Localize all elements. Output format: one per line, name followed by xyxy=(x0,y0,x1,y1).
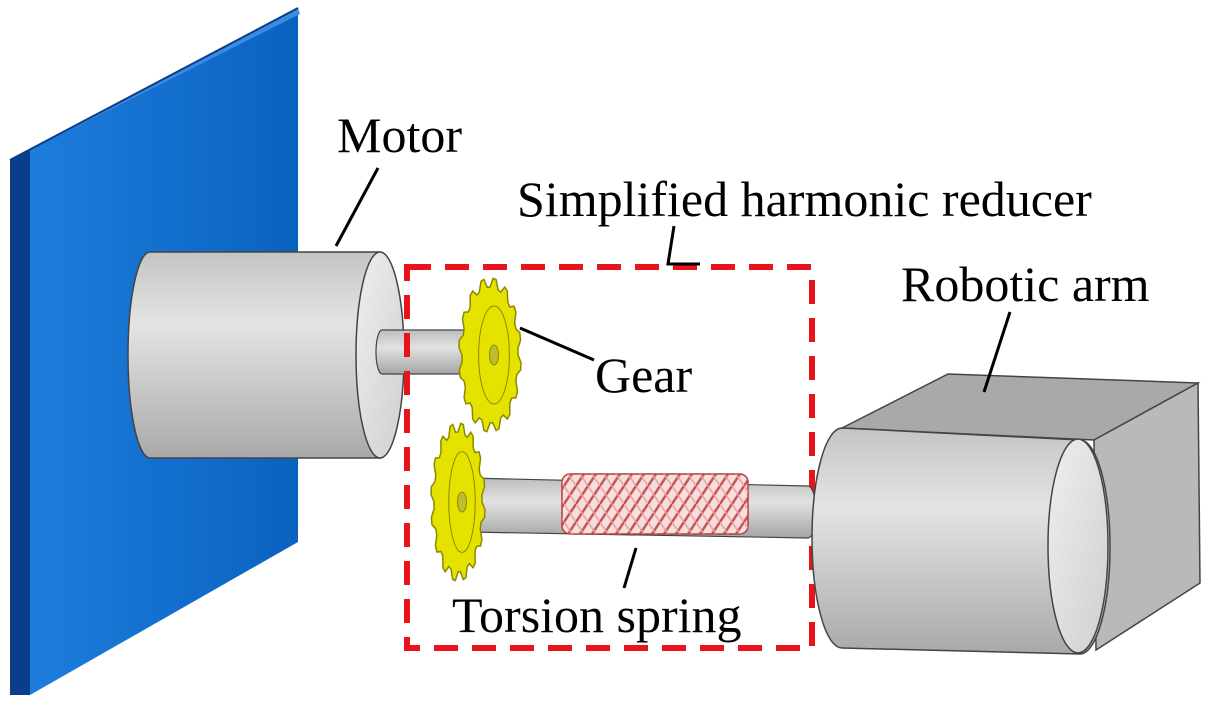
robotic-arm xyxy=(811,373,1201,655)
gear-label: Gear xyxy=(595,347,692,403)
spring-leader-line xyxy=(622,547,638,589)
torsion-spring xyxy=(561,473,749,535)
upper-gear xyxy=(458,277,522,433)
lower-gear xyxy=(430,422,486,582)
reducer-dashed-box xyxy=(404,264,815,651)
arm-leader-line xyxy=(982,311,1012,393)
reducer-leader-line xyxy=(666,225,700,266)
motor-label: Motor xyxy=(337,107,462,163)
robotic-arm-label: Robotic arm xyxy=(901,256,1150,312)
motor-leader-line xyxy=(334,167,380,247)
reducer-label: Simplified harmonic reducer xyxy=(517,171,1092,227)
motor-body xyxy=(127,251,405,459)
torsion-spring-label: Torsion spring xyxy=(452,587,742,643)
gear-leader-line xyxy=(519,326,595,362)
